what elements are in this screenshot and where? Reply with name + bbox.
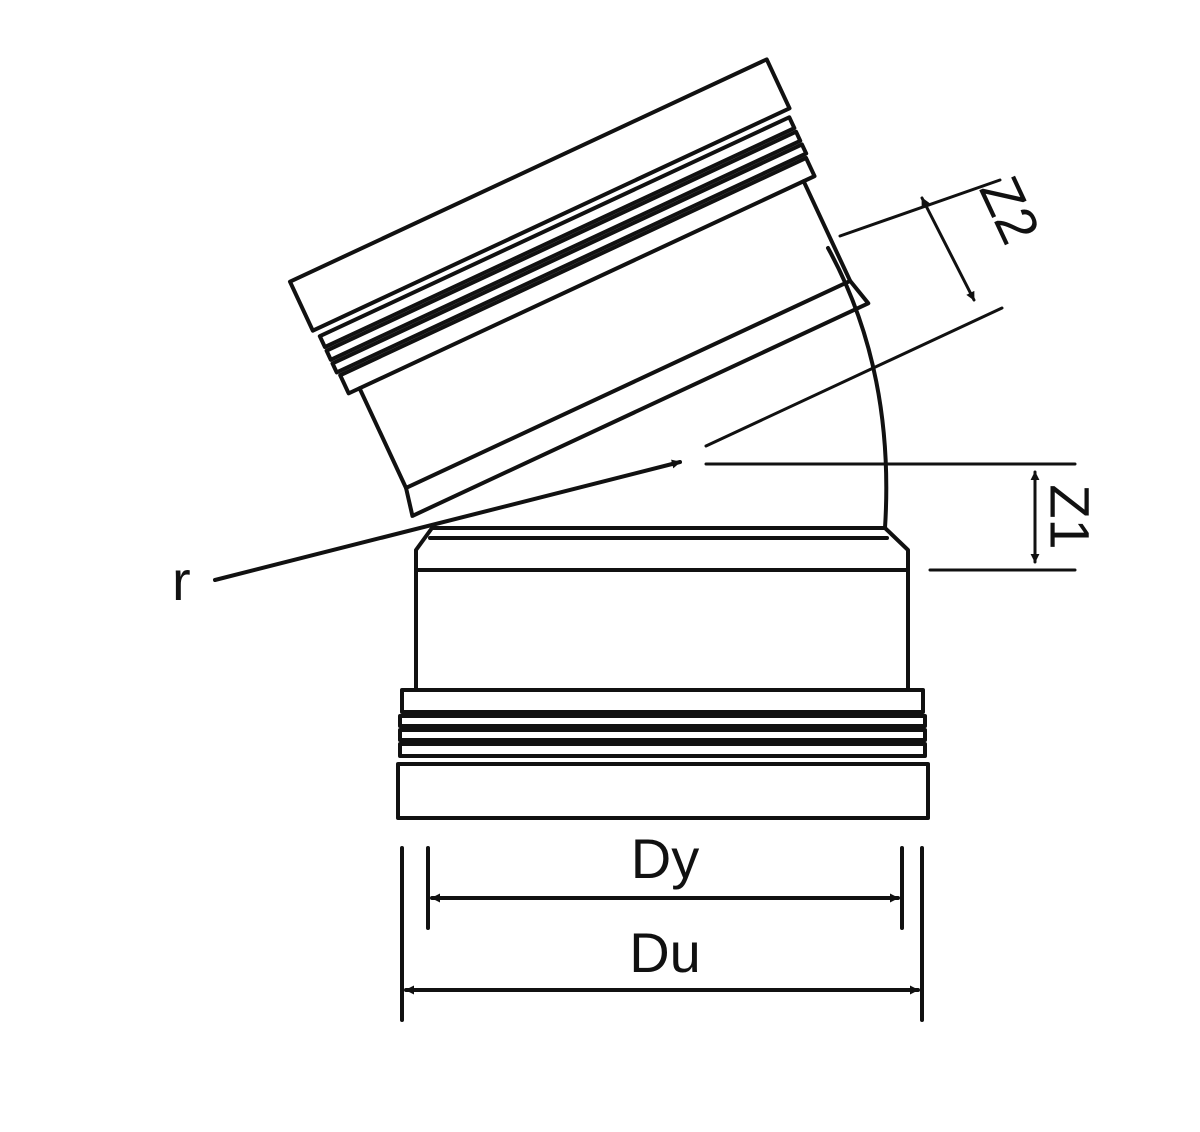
dy-dimension: Dy xyxy=(426,827,904,930)
du-label: Du xyxy=(629,921,701,984)
z1-dimension: Z1 xyxy=(1030,470,1102,564)
z1-label: Z1 xyxy=(1039,484,1102,549)
z2-extension-line xyxy=(838,178,1002,238)
lower-pipe-section xyxy=(396,526,930,820)
z2-dimension: Z2 xyxy=(920,167,1053,302)
z2-arrow xyxy=(920,196,976,302)
radius-indicator: r xyxy=(172,459,682,612)
upper-center-line xyxy=(704,306,1004,448)
radius-label: r xyxy=(172,549,191,612)
reference-lines xyxy=(704,178,1077,572)
upper-pipe-section xyxy=(287,57,871,518)
dy-label: Dy xyxy=(631,827,699,890)
radius-arrow xyxy=(213,459,682,582)
z2-label: Z2 xyxy=(968,167,1053,253)
du-dimension: Du xyxy=(400,846,924,1022)
bend-outer-edge xyxy=(826,246,889,530)
